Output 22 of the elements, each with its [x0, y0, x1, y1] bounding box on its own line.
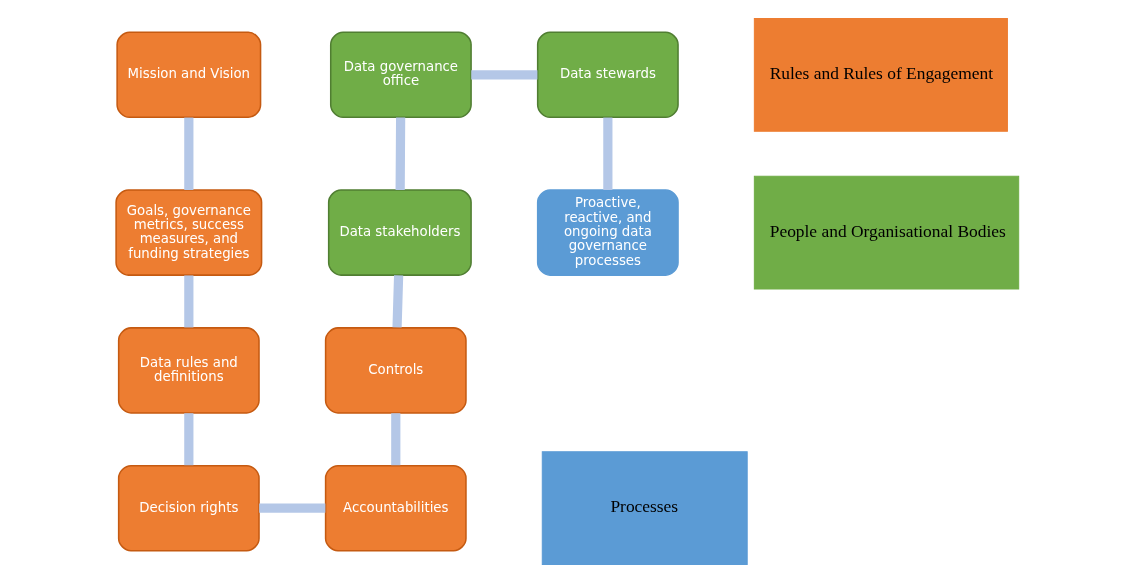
connector: [184, 275, 194, 328]
connector: [392, 275, 404, 328]
node-box: Controls: [324, 327, 467, 414]
node-box: Accountabilities: [324, 464, 467, 552]
connector: [395, 117, 406, 191]
node-box: Proactive, reactive, and ongoing data governance processes: [536, 189, 679, 276]
legend-label: People and Organisational Bodies: [769, 220, 1006, 241]
node-box: Mission and Vision: [116, 31, 262, 119]
node-box: Goals, governance metrics, success measures, and funding strategies: [115, 189, 263, 276]
node-box: Data rules and definitions: [117, 327, 260, 414]
connector: [184, 413, 194, 466]
node-box: Data stewards: [536, 31, 679, 119]
connector: [259, 503, 326, 513]
legend-label: Processes: [610, 496, 679, 517]
node-box: Data governance office: [329, 31, 472, 119]
legend-label: Rules and Rules of Engagement: [769, 63, 994, 84]
connector: [184, 117, 194, 190]
connector: [471, 70, 538, 80]
connector: [603, 117, 613, 190]
node-box: Data stakeholders: [327, 189, 472, 276]
node-box: Decision rights: [117, 464, 260, 552]
connector: [391, 413, 401, 466]
